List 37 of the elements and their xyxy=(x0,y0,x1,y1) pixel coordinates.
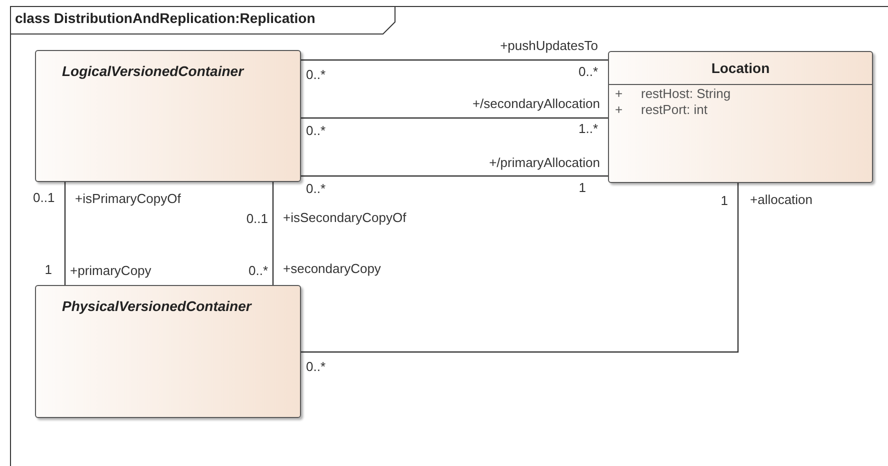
attribute-text: restHost: String xyxy=(641,86,731,102)
association-line xyxy=(301,59,608,61)
association-line xyxy=(64,182,66,285)
role-label: +pushUpdatesTo xyxy=(500,38,598,54)
role-label: +allocation xyxy=(750,192,813,208)
multiplicity-label: 0..1 xyxy=(246,211,268,227)
class-box xyxy=(35,50,301,182)
multiplicity-label: 0..* xyxy=(306,359,326,375)
diagram-title: class DistributionAndReplication:Replication xyxy=(15,11,316,25)
multiplicity-label: 1 xyxy=(44,262,52,278)
role-label: +secondaryCopy xyxy=(283,261,381,277)
multiplicity-label: 0..* xyxy=(306,123,326,139)
multiplicity-label: 1 xyxy=(578,180,586,196)
role-label: +primaryCopy xyxy=(70,263,152,279)
multiplicity-label: 1..* xyxy=(578,121,598,137)
multiplicity-label: 0..* xyxy=(306,67,326,83)
role-label: +isSecondaryCopyOf xyxy=(283,210,406,226)
class-box xyxy=(35,285,301,418)
multiplicity-label: 0..* xyxy=(248,263,268,279)
role-label: +isPrimaryCopyOf xyxy=(75,191,181,207)
attribute-text: restPort: int xyxy=(641,102,708,118)
class-name: LogicalVersionedContainer xyxy=(62,62,246,81)
association-line xyxy=(301,175,608,177)
association-line xyxy=(301,117,608,119)
class-name: Location xyxy=(711,58,770,78)
association-line xyxy=(272,182,274,285)
multiplicity-label: 0..* xyxy=(578,64,598,80)
class-box xyxy=(608,51,873,183)
visibility-marker: + xyxy=(615,102,623,118)
multiplicity-label: 1 xyxy=(720,193,728,209)
association-line xyxy=(301,183,739,353)
multiplicity-label: 0..* xyxy=(306,181,326,197)
class-name: PhysicalVersionedContainer xyxy=(62,297,253,316)
role-label: +/secondaryAllocation xyxy=(472,96,600,112)
role-label: +/primaryAllocation xyxy=(489,155,600,171)
visibility-marker: + xyxy=(615,86,623,102)
multiplicity-label: 0..1 xyxy=(33,190,55,206)
